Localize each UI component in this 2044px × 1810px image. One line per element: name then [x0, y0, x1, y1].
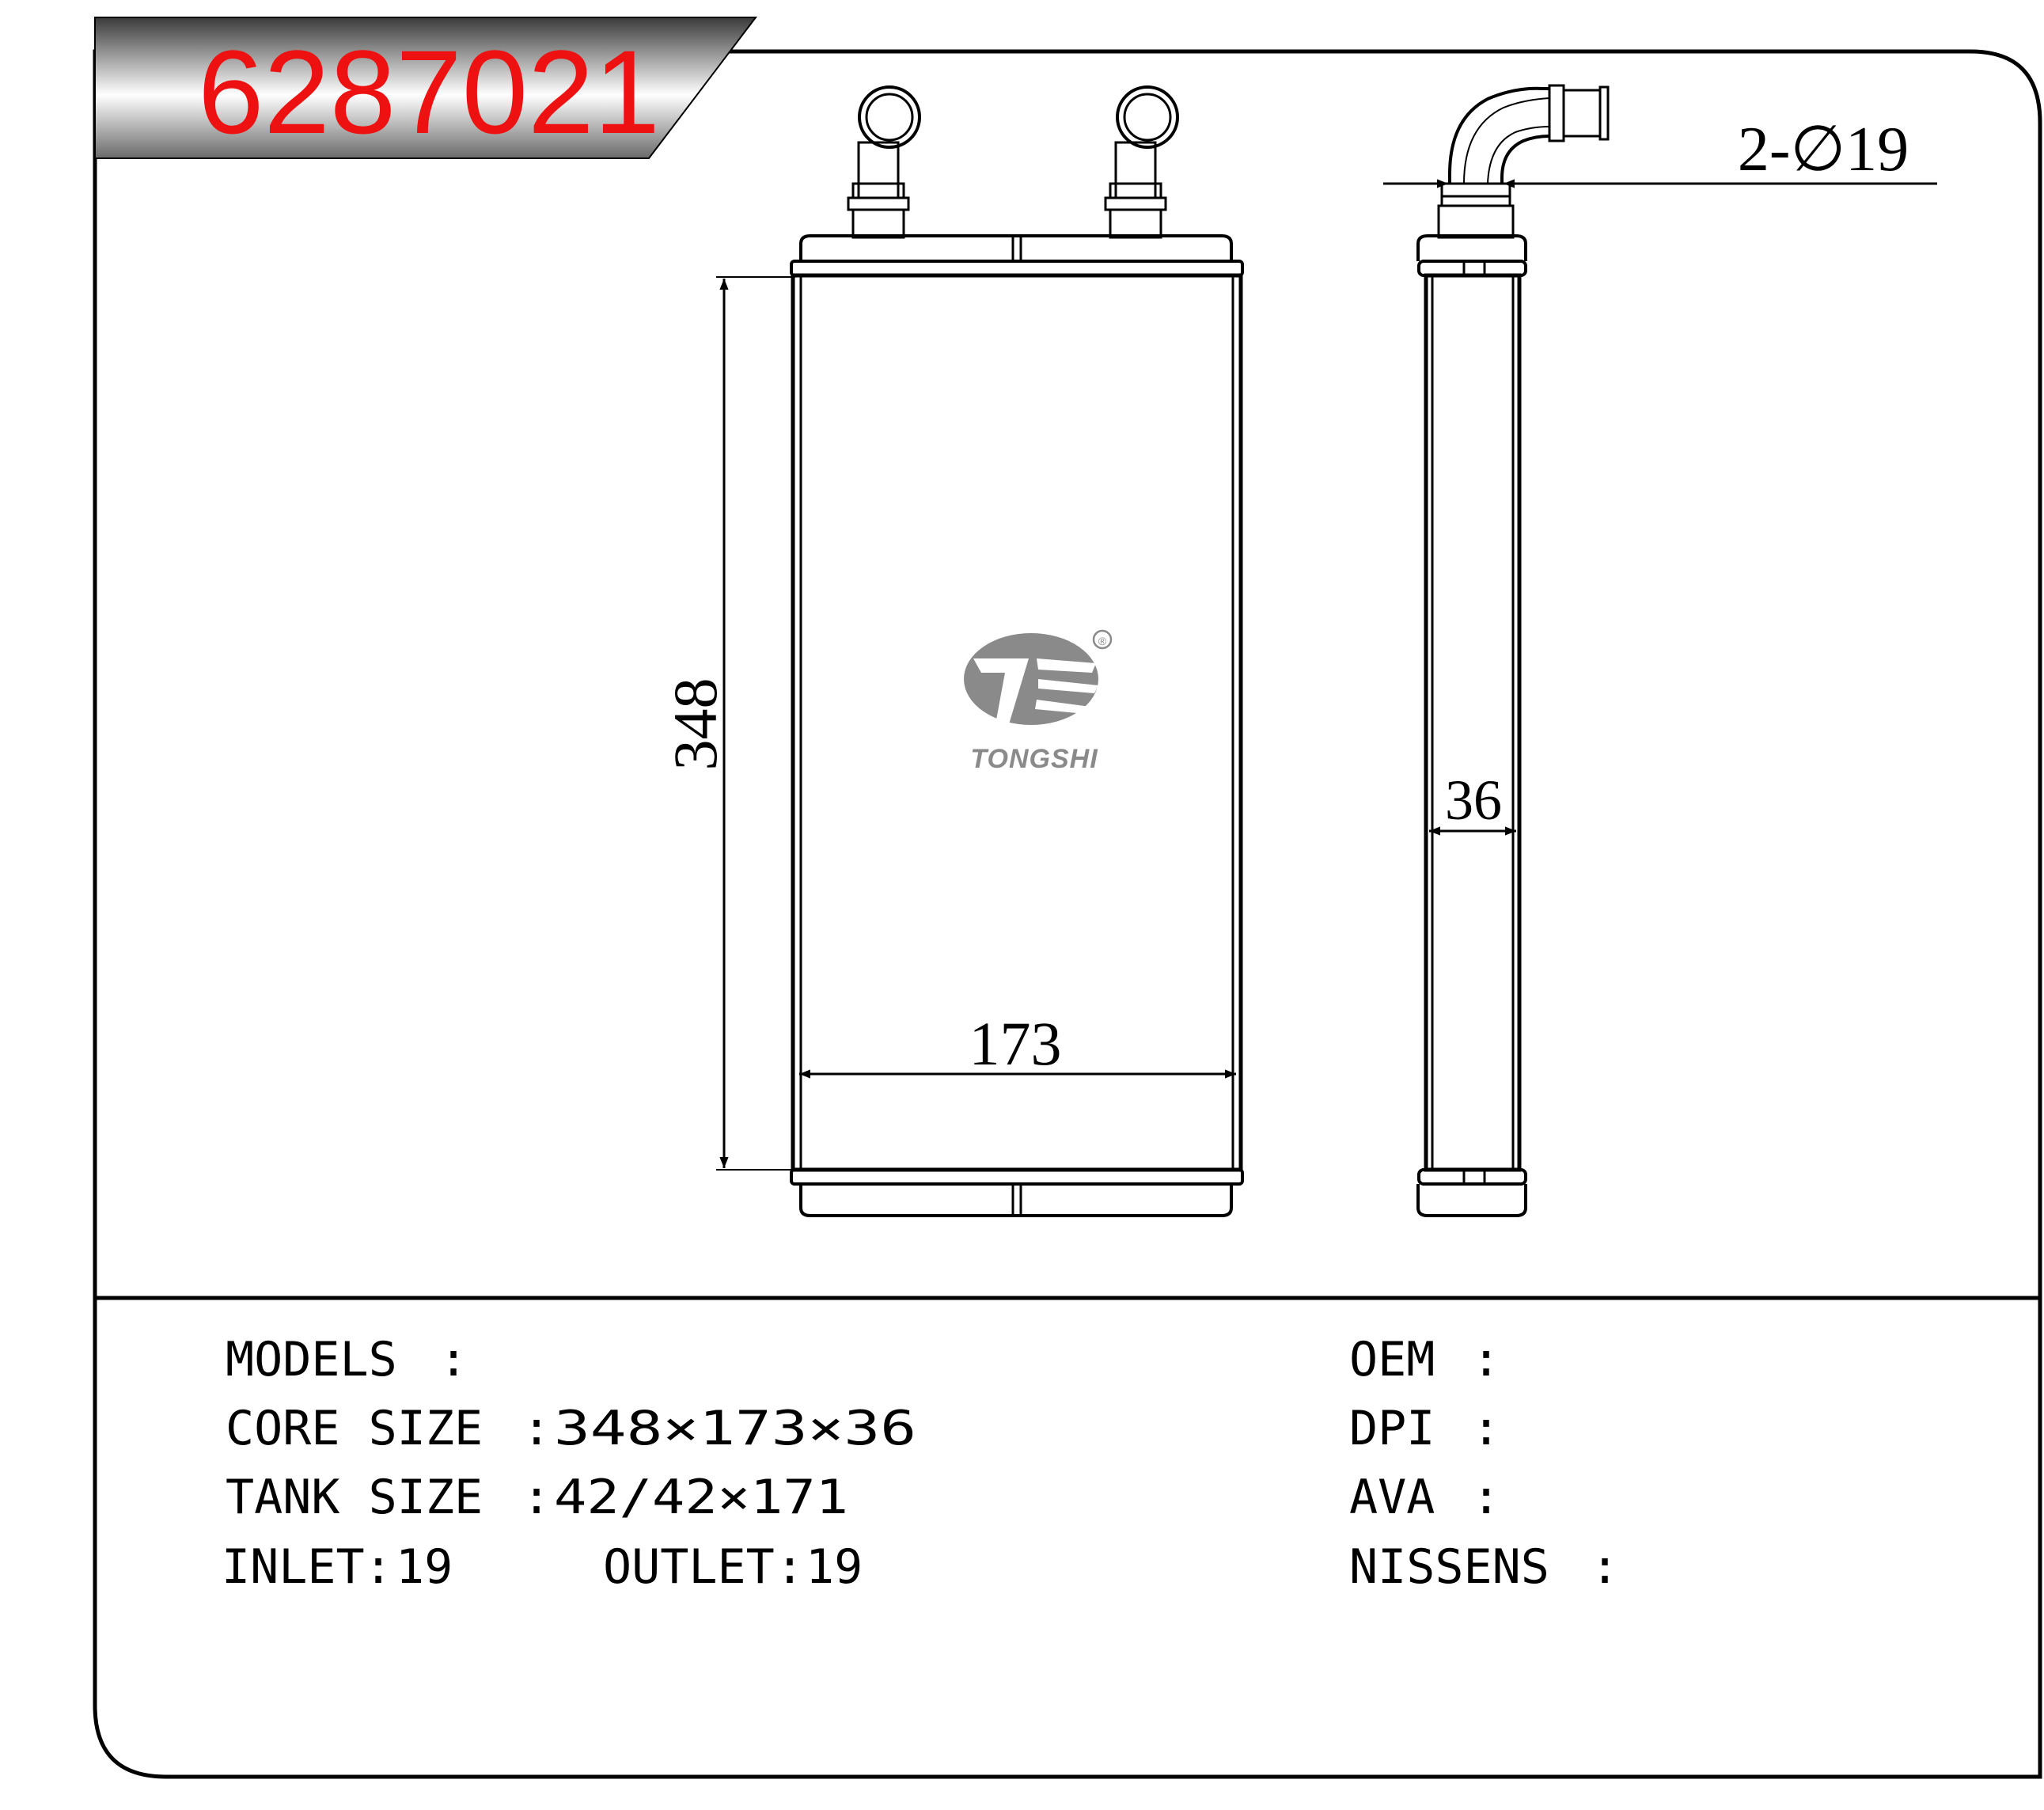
registered-mark: ®: [1098, 635, 1107, 647]
spec-tank-size-value: 42/42×171: [554, 1470, 848, 1525]
spec-models-sep: :: [439, 1332, 468, 1387]
spec-inlet-sep: :: [364, 1539, 392, 1595]
dimension-pipe-label: 2-∅19: [1738, 115, 1909, 184]
spec-core-size-sep: :: [522, 1401, 551, 1456]
logo-emblem-icon: [964, 633, 1098, 725]
dimension-depth: 36: [1429, 768, 1516, 836]
dimension-height: 348: [661, 276, 795, 1171]
front-view: [790, 85, 1244, 1217]
brand-logo: ® TONGSHI: [964, 629, 1113, 774]
dimension-height-label: 348: [661, 678, 730, 771]
dimension-width-label: 173: [969, 1009, 1062, 1078]
spec-core-size-value: 348×173×36: [554, 1401, 916, 1456]
spec-core-size-label: CORE SIZE: [226, 1401, 483, 1456]
brand-name: TONGSHI: [970, 744, 1098, 774]
spec-tank-size-sep: :: [522, 1470, 551, 1525]
spec-oem-label: OEM: [1349, 1332, 1435, 1387]
spec-ava-sep: :: [1472, 1470, 1500, 1525]
spec-oem-sep: :: [1472, 1332, 1500, 1387]
part-number-banner: [94, 17, 758, 159]
spec-dpi-label: DPI: [1349, 1401, 1435, 1456]
spec-ava-label: AVA: [1349, 1470, 1435, 1525]
spec-tank-size-label: TANK SIZE: [226, 1470, 483, 1525]
spec-block-left: MODELS : CORE SIZE : 348×173×36 TANK SIZ…: [222, 1332, 916, 1595]
spec-models-label: MODELS: [226, 1332, 397, 1387]
part-number: 6287021: [198, 25, 660, 158]
dimension-depth-label: 36: [1445, 768, 1502, 832]
side-view: [1416, 84, 1610, 1217]
dimension-pipe: 2-∅19: [1383, 115, 1937, 188]
spec-block-right: OEM : DPI : AVA : NISSENS :: [1349, 1332, 1619, 1595]
spec-nissens-sep: :: [1591, 1539, 1619, 1595]
spec-nissens-label: NISSENS: [1349, 1539, 1549, 1595]
spec-inlet-value: 19: [396, 1539, 453, 1595]
spec-inlet-label: INLET: [222, 1539, 365, 1595]
dimension-width: 173: [799, 1009, 1236, 1079]
spec-outlet-label: OUTLET: [603, 1539, 775, 1595]
spec-outlet-sep: :: [776, 1539, 804, 1595]
spec-outlet-value: 19: [806, 1539, 863, 1595]
spec-dpi-sep: :: [1472, 1401, 1500, 1456]
outer-frame: [93, 49, 2042, 1779]
